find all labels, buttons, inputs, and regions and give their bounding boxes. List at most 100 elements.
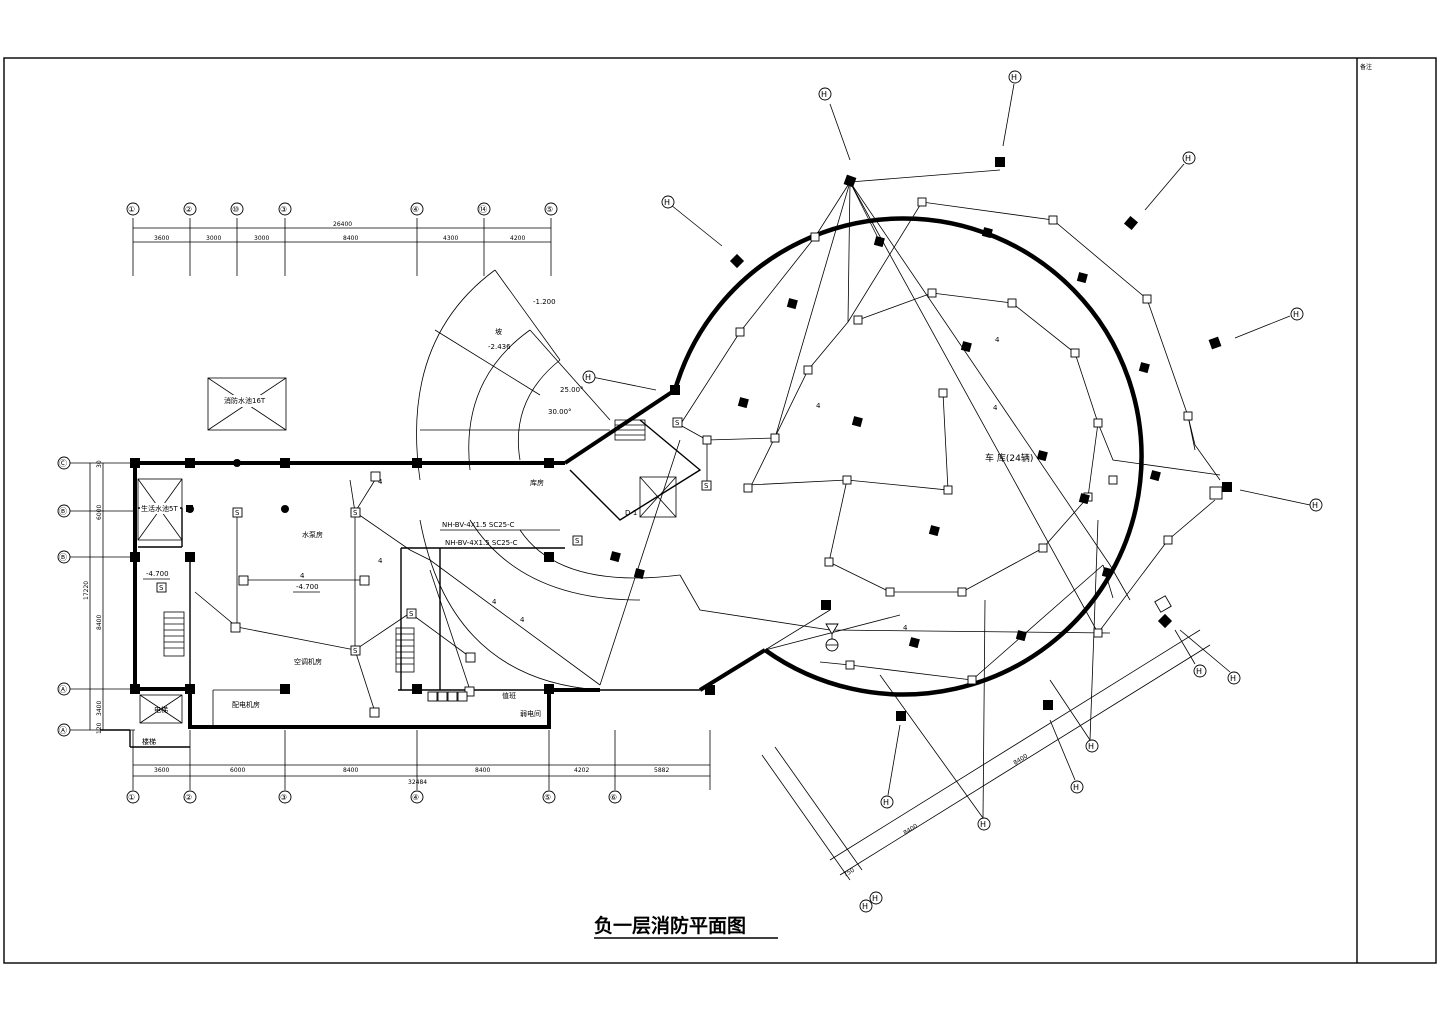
axis-bubble-label: H	[664, 198, 670, 207]
dim-diag: 750	[842, 867, 856, 879]
left-axis-bubbles: Ⓒ Ⓑ Ⓑ Ⓐ Ⓐ	[57, 456, 71, 737]
axis-bubble-label: ①	[128, 205, 135, 214]
axis-bubble-label: ③	[280, 205, 287, 214]
dim-left-total: 17220	[83, 581, 90, 600]
top-dimension-chain: 26400 3600 3000 3000 8400 4300 4200	[132, 218, 552, 276]
axis-bubble-label: ⑩	[232, 205, 239, 214]
dim-left-seg: 8400	[96, 615, 103, 630]
dim-bottom-seg: 8400	[343, 767, 358, 774]
dim-top-total: 26400	[333, 221, 352, 228]
device-label: S	[353, 509, 358, 517]
device-label: S	[409, 610, 414, 618]
wire-count: 4	[903, 624, 908, 632]
room-label-stair: 楼梯	[142, 737, 156, 746]
axis-bubble-label: H	[1073, 783, 1079, 792]
ramp-elevation: -1.200	[533, 298, 556, 306]
rect-wing-walls	[100, 461, 600, 748]
room-label-guard: 弱电间	[520, 709, 541, 718]
axis-bubble-label: ③	[280, 793, 287, 802]
room-label-pump: 水泵房	[302, 530, 323, 539]
axis-bubble-label: H	[1312, 501, 1318, 510]
axis-bubble-label: H	[1230, 674, 1236, 683]
dim-left-seg: 3400	[96, 701, 103, 716]
fire-pool-label: 消防水池16T	[224, 396, 266, 405]
wire-count: 4	[378, 478, 383, 486]
axis-bubble-label: H	[980, 820, 986, 829]
axis-bubble-label: H	[1088, 742, 1094, 751]
axis-bubble-label: H	[1185, 154, 1191, 163]
wire-count: 4	[993, 404, 998, 412]
axis-bubble-label: Ⓑ	[59, 553, 67, 562]
box-label: D-1	[625, 509, 637, 517]
diagonal-dimension: 8400 8400 750	[761, 629, 1211, 881]
garage-label: 车 库(24辆)	[985, 452, 1033, 464]
axis-bubble-label: Ⓒ	[59, 459, 67, 468]
drawing-border	[3, 57, 1437, 964]
wire-count: 4	[300, 572, 305, 580]
device-label: S	[575, 537, 580, 545]
axis-bubble-label: ⑤	[544, 793, 551, 802]
life-pool-label: 生活水池5T	[141, 504, 178, 513]
elevation-mark: -4.700	[296, 583, 319, 591]
ramp-angle: 25.00°	[560, 386, 584, 394]
left-dimension-chain: 17220 30 6000 8400 3400 120	[70, 460, 135, 734]
wire-count: 4	[995, 336, 1000, 344]
smoke-detectors	[702, 197, 1193, 685]
wire-count: 4	[378, 557, 383, 565]
bottom-axis-bubbles: ① ② ③ ④ ⑤ ⑥	[126, 790, 622, 804]
room-label-dist: 配电机房	[232, 700, 260, 709]
top-axis-bubbles: ① ② ⑩ ③ ④ ⑭ ⑤	[126, 202, 558, 216]
axis-bubble-label: ④	[412, 793, 419, 802]
dim-top-seg: 3000	[206, 235, 221, 242]
dim-left-seg: 120	[96, 722, 103, 734]
axis-bubble-label: H	[585, 373, 591, 382]
dim-left-seg: 30	[96, 460, 103, 468]
garage-axis-leaders	[591, 83, 1311, 819]
axis-bubble-label: ②	[185, 793, 192, 802]
stair-mid	[395, 627, 415, 673]
device-label: S	[235, 509, 240, 517]
sprinkler-heads	[186, 227, 1161, 649]
dim-bottom-seg: 5882	[654, 767, 669, 774]
dim-bottom-total: 32484	[408, 779, 427, 786]
axis-bubble-label: H	[872, 894, 878, 903]
wire-count: 4	[520, 616, 525, 624]
axis-bubble-label: Ⓐ	[59, 726, 67, 735]
device-label: S	[675, 419, 680, 427]
axis-bubble-label: ⑭	[479, 205, 487, 214]
room-label-duty: 值班	[502, 691, 516, 700]
ramp-elevation: -2.436	[488, 343, 511, 351]
wire-count: 4	[492, 598, 497, 606]
dim-top-seg: 3000	[254, 235, 269, 242]
dim-bottom-seg: 4202	[574, 767, 589, 774]
cable-spec: NH-BV-4X1.5 SC25-C	[442, 521, 515, 529]
dim-diag: 8400	[1012, 753, 1029, 767]
stair-left	[163, 611, 185, 657]
axis-bubble-label: H	[821, 90, 827, 99]
device-label: S	[159, 584, 164, 592]
dim-top-seg: 8400	[343, 235, 358, 242]
axis-bubble-label: ⑤	[546, 205, 553, 214]
axis-bubble-label: ④	[412, 205, 419, 214]
s-modules: S S S S S S S S	[156, 417, 1223, 718]
dim-top-seg: 4200	[510, 235, 525, 242]
ramp-direction: 坡	[495, 327, 502, 336]
drawing-title: 负一层消防平面图	[594, 914, 746, 937]
ramp: -1.200 -2.436 25.00° 30.00° 坡	[416, 269, 681, 691]
axis-bubble-label: Ⓐ	[59, 685, 67, 694]
axis-bubble-label: ①	[128, 793, 135, 802]
device-label: S	[353, 647, 358, 655]
bottom-dimension-chain: 3600 6000 8400 8400 4202 5882 32484	[132, 730, 711, 790]
axis-bubble-label: ⑥	[610, 793, 617, 802]
ramp-angle: 30.00°	[548, 408, 572, 416]
elevation-mark: -4.700	[146, 570, 169, 578]
axis-bubble-label: H	[1196, 667, 1202, 676]
rect-wing-columns	[130, 458, 554, 694]
axis-bubble-label: H	[862, 902, 868, 911]
title-block-label: 备注	[1360, 63, 1372, 71]
dim-bottom-seg: 8400	[475, 767, 490, 774]
fire-pool-tank: 消防水池16T	[207, 377, 287, 431]
life-pool-tank: 生活水池5T	[137, 478, 183, 541]
